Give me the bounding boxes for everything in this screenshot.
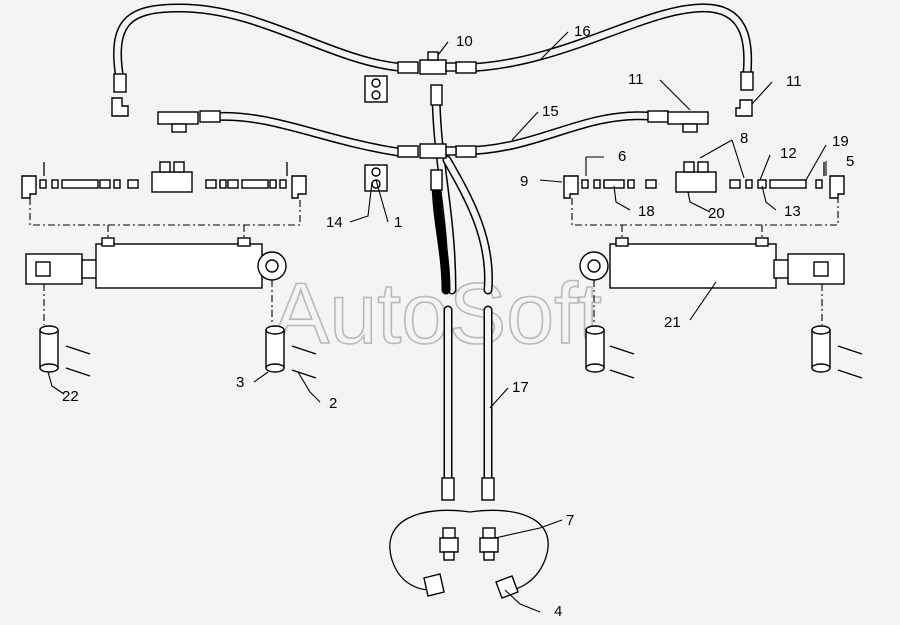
callout-18: 18 <box>638 203 655 220</box>
callout-17: 17 <box>512 379 529 396</box>
quick-coupling-7-left <box>439 527 459 561</box>
callout-5: 5 <box>846 153 854 170</box>
callout-11-left: 11 <box>628 71 644 88</box>
callout-12: 12 <box>780 145 797 162</box>
callout-19: 19 <box>832 133 849 150</box>
quick-coupling-7-right <box>479 527 499 561</box>
hydraulic-cylinder-left <box>25 237 287 289</box>
coupling-cable-loop <box>389 509 549 599</box>
callout-15: 15 <box>542 103 559 120</box>
hose-end-fitting <box>113 73 127 93</box>
tee-fitting-upper <box>419 51 457 75</box>
mounting-bracket-upper <box>364 75 388 103</box>
tee-fitting-lower <box>419 143 457 159</box>
callout-22: 22 <box>62 388 79 405</box>
pin-3 <box>265 325 317 379</box>
pin-right-inner <box>585 325 635 379</box>
hydraulic-cylinder-21 <box>579 237 845 289</box>
callout-13: 13 <box>784 203 801 220</box>
callout-20: 20 <box>708 205 725 222</box>
callout-1: 1 <box>394 214 402 231</box>
hose-17-vertical <box>430 84 495 501</box>
callout-21: 21 <box>664 314 681 331</box>
callout-6: 6 <box>618 148 626 165</box>
watermark: AutoSoft <box>272 266 602 362</box>
hose-mid-left <box>199 110 419 158</box>
callout-labels: 1 2 3 4 5 6 7 8 9 10 11 11 12 13 14 15 1… <box>62 23 854 620</box>
callout-10: 10 <box>456 33 473 50</box>
callout-2: 2 <box>329 395 337 412</box>
callout-8: 8 <box>740 130 748 147</box>
hose-16 <box>455 3 754 91</box>
callout-7: 7 <box>566 512 574 529</box>
elbow-fitting-left <box>111 97 129 117</box>
hose-15 <box>455 110 669 158</box>
mounting-bracket-lower <box>364 164 388 192</box>
valve-assembly-right <box>563 161 845 199</box>
callout-4: 4 <box>554 603 562 620</box>
hose-end-fitting <box>397 61 419 74</box>
pin-right-outer <box>811 325 863 379</box>
callout-16: 16 <box>574 23 591 40</box>
callout-9: 9 <box>520 173 528 190</box>
tee-fitting-11 <box>667 111 709 133</box>
hose-upper-left <box>113 3 419 93</box>
pin-22-left <box>39 325 91 377</box>
callout-14: 14 <box>326 214 343 231</box>
callout-11-right: 11 <box>786 73 802 90</box>
callout-3: 3 <box>236 374 244 391</box>
leader-lines <box>47 31 827 613</box>
valve-assembly-left <box>21 161 307 199</box>
tee-fitting-left-small <box>157 111 199 133</box>
elbow-fitting-11 <box>735 99 753 117</box>
